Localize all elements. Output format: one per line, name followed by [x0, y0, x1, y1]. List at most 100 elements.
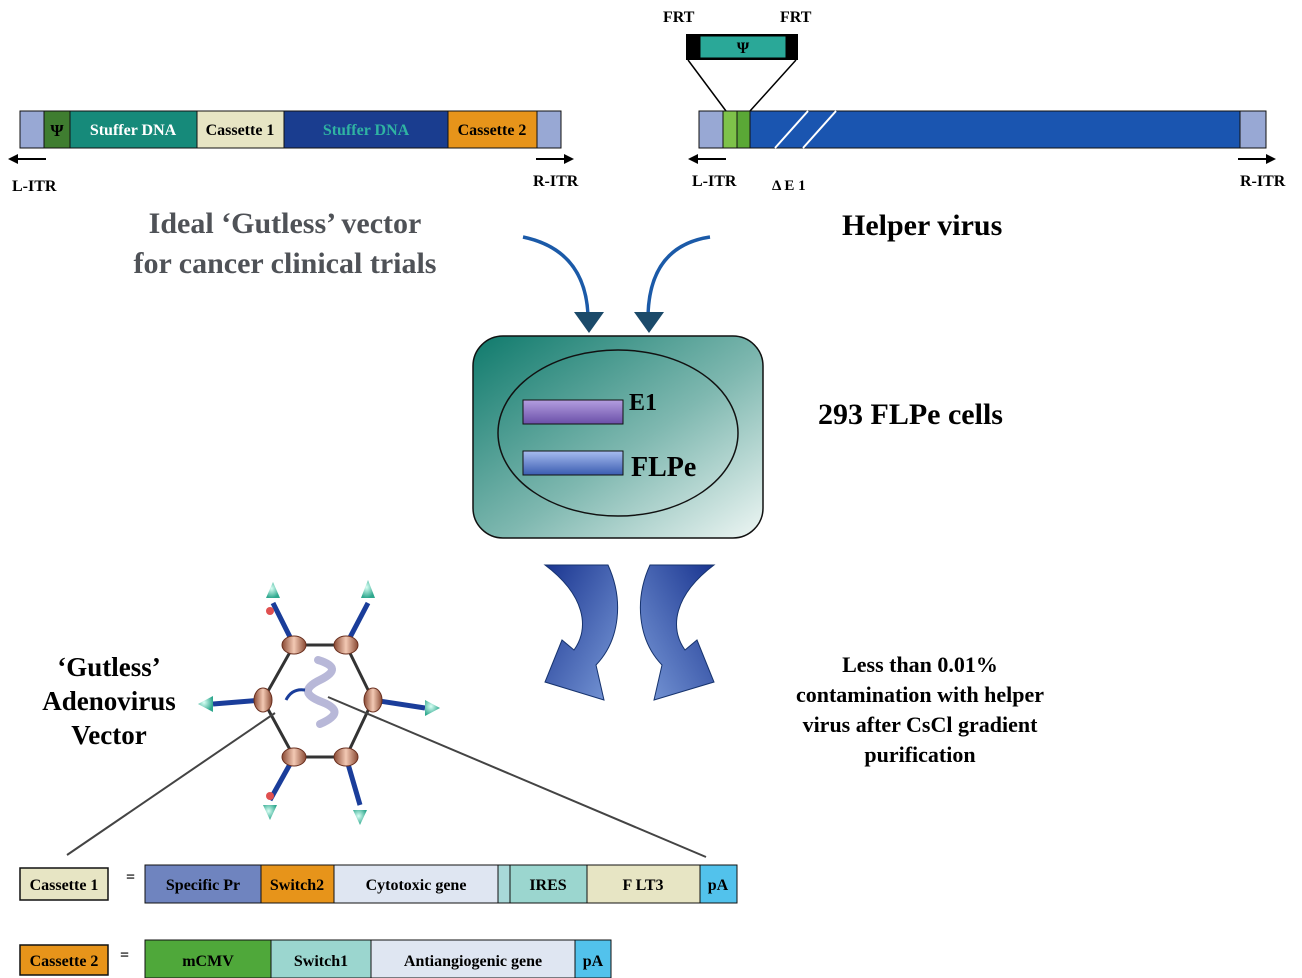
delta-e1-label: Δ E 1: [772, 178, 806, 194]
cell-line-label: 293 FLPe cells: [818, 398, 1003, 431]
contamination-line-3: virus after CsCl gradient: [802, 712, 1038, 737]
arrow-from-gutless-head: [574, 312, 604, 333]
dna-coil: [304, 656, 339, 728]
zoom-line-virion-right: [327, 696, 707, 858]
flpe-label: FLPe: [631, 452, 696, 483]
virion-label-line-1: ‘Gutless’: [57, 652, 161, 682]
helper-r-itr-label: R-ITR: [1240, 173, 1286, 190]
switch2-segment: [260, 864, 335, 904]
frt-psi-symbol: Ψ: [737, 40, 750, 57]
helper-frt-2: [736, 110, 751, 149]
antiangiogenic-gene-label: Antiangiogenic gene: [404, 953, 542, 970]
left-itr-block: [19, 110, 45, 149]
l-itr-label: L-ITR: [12, 178, 57, 195]
helper-r-itr-arrowhead: [1266, 154, 1276, 164]
frt-psi-block: [699, 35, 787, 59]
flpe-cell: E1 FLPe: [472, 335, 764, 539]
dna-end: [284, 688, 306, 701]
cytotoxic-gene-segment: [333, 864, 499, 904]
virion-label: ‘Gutless’ Adenovirus Vector: [20, 650, 198, 752]
helper-l-itr-label: L-ITR: [692, 173, 737, 190]
cassette-1-equals: =: [126, 869, 135, 886]
spacer-segment: [497, 864, 511, 904]
gutless-construct: Ψ Stuffer DNA Cassette 1 Stuffer DNA Cas…: [8, 110, 579, 195]
curl-arrow-right: [639, 564, 716, 701]
frt-left-label: FRT: [663, 9, 695, 26]
l-itr-arrowhead: [8, 154, 18, 164]
zoom-line-right: [749, 59, 797, 112]
cell-nucleus: [497, 349, 739, 517]
virion-label-line-2: Adenovirus: [42, 686, 176, 716]
output-arrows: [543, 564, 716, 701]
adenovirus-virion: [66, 580, 707, 858]
cassette-2-block-label: Cassette 2: [458, 122, 527, 139]
cassette-2-block: [447, 110, 538, 149]
flt3-segment: [586, 864, 701, 904]
cassette-1-name-box: [19, 867, 109, 901]
switch2-label: Switch2: [270, 877, 324, 894]
knob-dot: [266, 792, 274, 800]
curl-arrow-left: [543, 564, 619, 701]
gutless-caption-line-2: for cancer clinical trials: [133, 247, 437, 280]
cassette-2-name-box: [19, 944, 109, 976]
cytotoxic-gene-label: Cytotoxic gene: [366, 877, 467, 894]
helper-left-itr: [698, 110, 724, 149]
flpe-gene-bar: [522, 450, 624, 476]
ires-segment: [509, 864, 588, 904]
helper-frt-1: [722, 110, 738, 149]
ires-label: IRES: [529, 877, 566, 894]
pa-label-2: pA: [583, 953, 604, 970]
specific-pr-segment: [144, 864, 262, 904]
contamination-line-1: Less than 0.01%: [842, 652, 998, 677]
helper-right-itr: [1239, 110, 1267, 149]
cassette-1-detail: Cassette 1 = Specific Pr Switch2 Cytotox…: [19, 864, 738, 904]
knob-dot: [266, 607, 274, 615]
cell-body: [472, 335, 764, 539]
cassette-1-name: Cassette 1: [30, 877, 99, 894]
helper-virus-title: Helper virus: [842, 209, 1003, 242]
zoom-line-virion-left: [66, 712, 276, 856]
e1-label: E1: [629, 390, 657, 416]
pa-label-1: pA: [708, 877, 729, 894]
input-arrows: [522, 235, 711, 333]
stuffer-dna-2-label: Stuffer DNA: [323, 122, 410, 139]
stuffer-dna-1-label: Stuffer DNA: [90, 122, 177, 139]
flt3-label: F LT3: [622, 877, 663, 894]
deletion-mark-2: [802, 110, 837, 149]
contamination-note: Less than 0.01% contamination with helpe…: [760, 650, 1080, 770]
mcmv-segment: [144, 939, 272, 978]
pa-segment-2: [574, 939, 612, 978]
switch1-label: Switch1: [294, 953, 348, 970]
cassette-2-name: Cassette 2: [30, 953, 99, 970]
r-itr-label: R-ITR: [533, 173, 579, 190]
fiber-knobs: [198, 580, 440, 825]
gutless-caption-line-1: Ideal ‘Gutless’ vector: [148, 207, 422, 240]
switch1-segment: [270, 939, 372, 978]
contamination-line-2: contamination with helper: [795, 682, 1045, 707]
helper-l-itr-arrowhead: [688, 154, 698, 164]
mcmv-label: mCMV: [182, 953, 234, 970]
virion-label-line-3: Vector: [71, 720, 147, 750]
arrow-from-helper-head: [634, 312, 664, 333]
right-itr-block: [536, 110, 562, 149]
cassette-1-block: [196, 110, 285, 149]
arrow-from-helper: [646, 235, 711, 316]
e1-gene-bar: [522, 399, 624, 425]
helper-virus-construct: FRT FRT Ψ L-ITR Δ E 1 R-ITR: [663, 9, 1286, 194]
arrow-from-gutless: [522, 235, 590, 316]
frt-right-label: FRT: [780, 9, 812, 26]
psi-symbol: Ψ: [50, 121, 64, 140]
contamination-line-4: purification: [864, 742, 976, 767]
capsid-vertices: [253, 635, 383, 767]
zoom-line-left: [687, 59, 727, 112]
r-itr-arrowhead: [564, 154, 574, 164]
cassette-2-equals: =: [120, 947, 129, 964]
deletion-mark-1: [774, 110, 809, 149]
cassette-1-block-label: Cassette 1: [206, 122, 275, 139]
psi-block: [43, 110, 71, 149]
cassette-2-detail: Cassette 2 = mCMV Switch1 Antiangiogenic…: [19, 939, 612, 978]
helper-genome-body: [749, 110, 1241, 149]
specific-pr-label: Specific Pr: [166, 877, 240, 894]
gutless-vector-caption: Ideal ‘Gutless’ vector for cancer clinic…: [90, 204, 480, 284]
